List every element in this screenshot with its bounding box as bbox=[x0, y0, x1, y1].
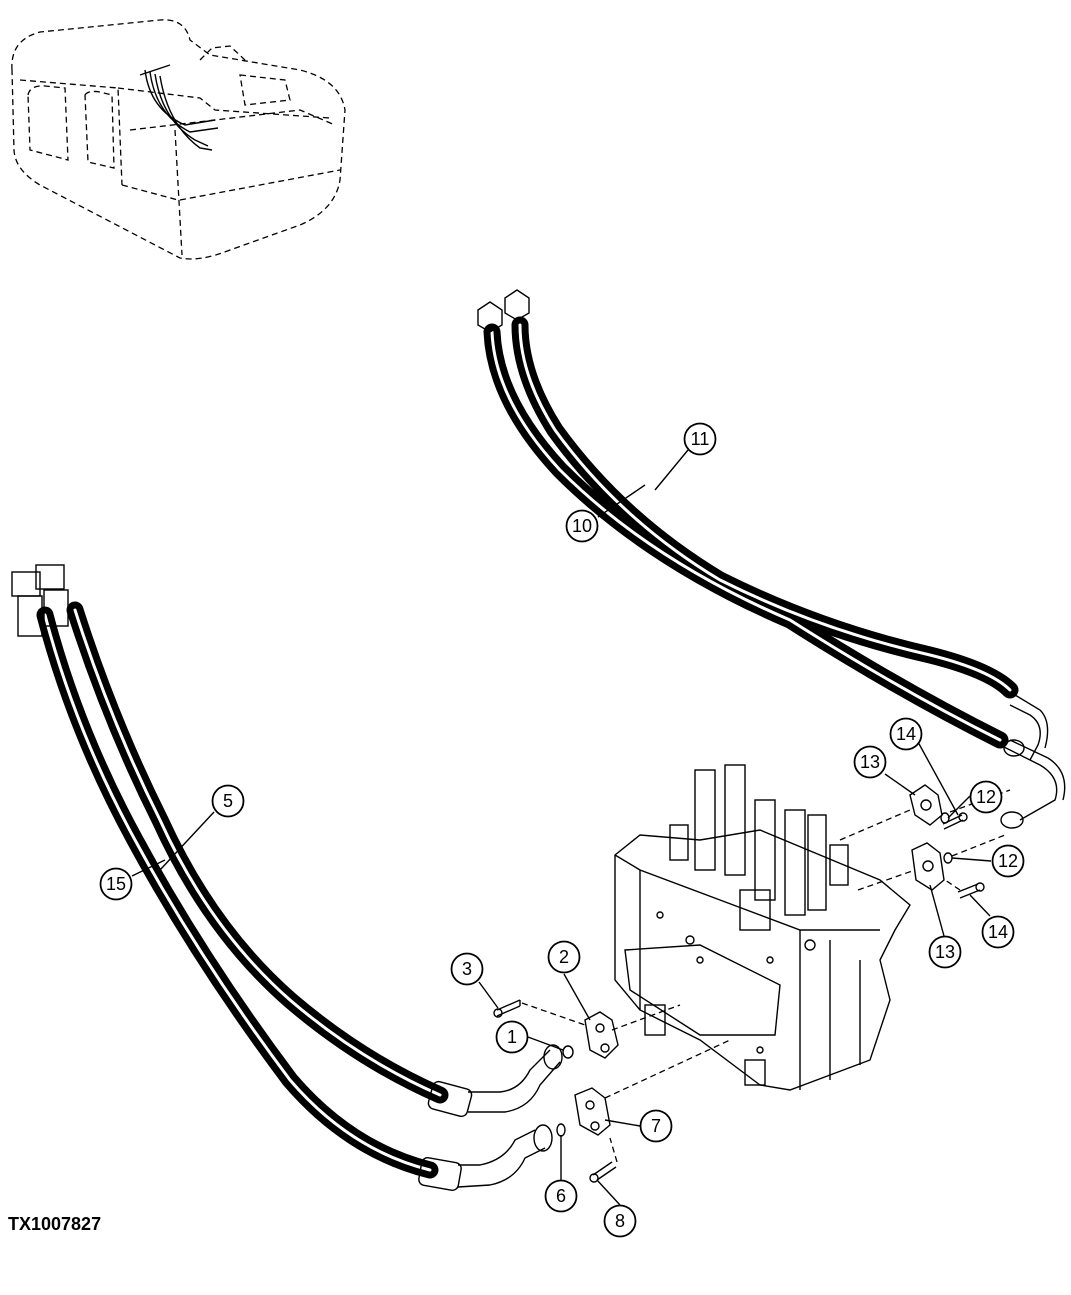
callout-8: 8 bbox=[603, 1204, 637, 1238]
svg-text:14: 14 bbox=[896, 724, 916, 744]
svg-text:6: 6 bbox=[556, 1186, 566, 1206]
callout-10: 10 bbox=[565, 509, 599, 543]
svg-text:1: 1 bbox=[507, 1027, 517, 1047]
svg-text:15: 15 bbox=[106, 874, 126, 894]
callouts: 1 2 3 5 6 7 8 10 bbox=[99, 422, 1025, 1238]
callout-12-upper: 12 bbox=[969, 780, 1003, 814]
flange-part-2 bbox=[584, 1011, 619, 1059]
flange-part-13-upper bbox=[909, 784, 943, 826]
callout-1: 1 bbox=[495, 1020, 529, 1054]
svg-text:3: 3 bbox=[462, 959, 472, 979]
svg-text:10: 10 bbox=[572, 516, 592, 536]
alignment-lines bbox=[521, 789, 1011, 1163]
callout-14-upper: 14 bbox=[889, 717, 923, 751]
svg-text:2: 2 bbox=[559, 947, 569, 967]
callout-14-lower: 14 bbox=[981, 915, 1015, 949]
svg-text:13: 13 bbox=[935, 942, 955, 962]
flange-part-13-lower bbox=[911, 842, 945, 891]
svg-text:7: 7 bbox=[651, 1116, 661, 1136]
hose-10-11 bbox=[477, 289, 1066, 829]
callout-12-lower: 12 bbox=[991, 844, 1025, 878]
machine-locator-inset bbox=[11, 19, 346, 260]
svg-text:11: 11 bbox=[691, 429, 710, 449]
leader-lines bbox=[131, 449, 992, 1206]
cap-screws bbox=[493, 812, 985, 1183]
callout-11: 11 bbox=[683, 422, 717, 456]
hose-5-15 bbox=[11, 564, 563, 1192]
svg-text:12: 12 bbox=[976, 787, 996, 807]
callout-7: 7 bbox=[639, 1109, 673, 1143]
callout-5: 5 bbox=[211, 784, 245, 818]
callout-13-lower: 13 bbox=[928, 935, 962, 969]
callout-3: 3 bbox=[450, 952, 484, 986]
callout-15: 15 bbox=[99, 867, 133, 901]
callout-6: 6 bbox=[544, 1179, 578, 1213]
svg-text:12: 12 bbox=[998, 851, 1018, 871]
callout-2: 2 bbox=[547, 940, 581, 974]
control-valve-body bbox=[614, 764, 911, 1091]
figure-id: TX1007827 bbox=[8, 1214, 102, 1234]
svg-text:14: 14 bbox=[988, 922, 1008, 942]
callout-13-upper: 13 bbox=[853, 745, 887, 779]
flange-part-7 bbox=[574, 1087, 611, 1136]
svg-text:13: 13 bbox=[860, 752, 880, 772]
svg-text:5: 5 bbox=[223, 791, 233, 811]
svg-text:8: 8 bbox=[615, 1211, 625, 1231]
